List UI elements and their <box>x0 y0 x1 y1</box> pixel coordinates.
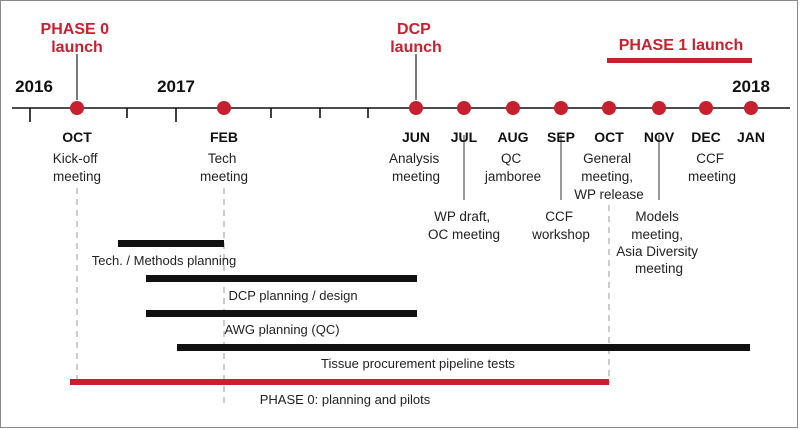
tissue-procurement-label: Tissue procurement pipeline tests <box>321 356 515 371</box>
tech-methods-planning-label: Tech. / Methods planning <box>92 253 237 268</box>
milestone-dot-oct-2017 <box>602 101 616 115</box>
milestone-dot-sep-2017 <box>554 101 568 115</box>
tissue-procurement-bar <box>177 344 750 351</box>
event-general-line2: meeting, <box>581 169 633 184</box>
event-models-line1: Models <box>635 209 679 224</box>
event-analysis-line1: Analysis <box>389 151 440 166</box>
month-label-jun-2017: JUN <box>402 129 430 145</box>
phase0-planning-bar <box>70 379 609 385</box>
phase1-launch-label: PHASE 1 launch <box>619 37 743 54</box>
event-general-meeting: General meeting, WP release <box>574 151 644 202</box>
event-wp-draft: WP draft, OC meeting <box>428 209 500 242</box>
dcp-planning-design-label: DCP planning / design <box>228 288 357 303</box>
milestone-dot-oct-2016 <box>70 101 84 115</box>
event-tech-meeting: Tech meeting <box>200 151 248 184</box>
month-label-jan-2018: JAN <box>737 129 765 145</box>
month-label-oct-2016: OCT <box>62 129 92 145</box>
phase0-planning-label: PHASE 0: planning and pilots <box>260 392 431 407</box>
event-qc-line1: QC <box>501 151 522 166</box>
year-2017-label: 2017 <box>157 77 195 96</box>
event-general-line3: WP release <box>574 187 644 202</box>
awg-planning-bar <box>146 310 417 317</box>
month-label-oct-2017: OCT <box>594 129 624 145</box>
event-ccf-meeting: CCF meeting <box>688 151 736 184</box>
year-2018-label: 2018 <box>732 77 770 96</box>
phase0-launch-line2: launch <box>51 39 103 56</box>
event-wp-draft-line1: WP draft, <box>434 209 490 224</box>
event-models-line4: meeting <box>635 261 683 276</box>
month-label-dec-2017: DEC <box>691 129 721 145</box>
event-models-line2: meeting, <box>631 227 683 242</box>
event-qc-jamboree: QC jamboree <box>484 151 541 184</box>
month-label-aug-2017: AUG <box>497 129 528 145</box>
month-label-jul-2017: JUL <box>451 129 478 145</box>
phase1-launch-bar <box>607 58 752 63</box>
event-ccf-workshop: CCF workshop <box>531 209 590 242</box>
milestone-dot-dec-2017 <box>699 101 713 115</box>
milestone-dot-jan-2018 <box>744 101 758 115</box>
event-kickoff-meeting: Kick-off meeting <box>53 151 102 184</box>
dcp-planning-design-bar <box>146 275 417 282</box>
month-label-feb-2017: FEB <box>210 129 238 145</box>
event-ccf-workshop-line2: workshop <box>531 227 590 242</box>
phase0-launch-label: PHASE 0 launch <box>41 21 114 56</box>
event-kickoff-line1: Kick-off <box>53 151 98 166</box>
dcp-launch-line1: DCP <box>397 21 431 38</box>
year-2016-label: 2016 <box>15 77 53 96</box>
phase0-launch-line1: PHASE 0 <box>41 21 110 38</box>
axis-ticks <box>29 108 369 122</box>
event-tech-line1: Tech <box>208 151 237 166</box>
dcp-launch-label: DCP launch <box>390 21 442 56</box>
milestone-dot-aug-2017 <box>506 101 520 115</box>
event-models-line3: Asia Diversity <box>616 244 698 259</box>
milestone-dot-jun-2017 <box>409 101 423 115</box>
event-ccf-meeting-line1: CCF <box>696 151 724 166</box>
event-models-meeting: Models meeting, Asia Diversity meeting <box>616 209 702 276</box>
milestone-dot-feb-2017 <box>217 101 231 115</box>
event-ccf-workshop-line1: CCF <box>545 209 573 224</box>
dcp-launch-line2: launch <box>390 39 442 56</box>
event-analysis-meeting: Analysis meeting <box>389 151 443 184</box>
event-tech-line2: meeting <box>200 169 248 184</box>
milestone-dots <box>70 101 758 115</box>
milestone-dot-nov-2017 <box>652 101 666 115</box>
event-general-line1: General <box>583 151 631 166</box>
event-qc-line2: jamboree <box>484 169 541 184</box>
month-label-nov-2017: NOV <box>644 129 675 145</box>
month-label-sep-2017: SEP <box>547 129 575 145</box>
event-ccf-meeting-line2: meeting <box>688 169 736 184</box>
awg-planning-label: AWG planning (QC) <box>224 322 339 337</box>
event-analysis-line2: meeting <box>392 169 440 184</box>
event-kickoff-line2: meeting <box>53 169 101 184</box>
event-wp-draft-line2: OC meeting <box>428 227 500 242</box>
milestone-dot-jul-2017 <box>457 101 471 115</box>
tech-methods-planning-bar <box>118 240 224 247</box>
